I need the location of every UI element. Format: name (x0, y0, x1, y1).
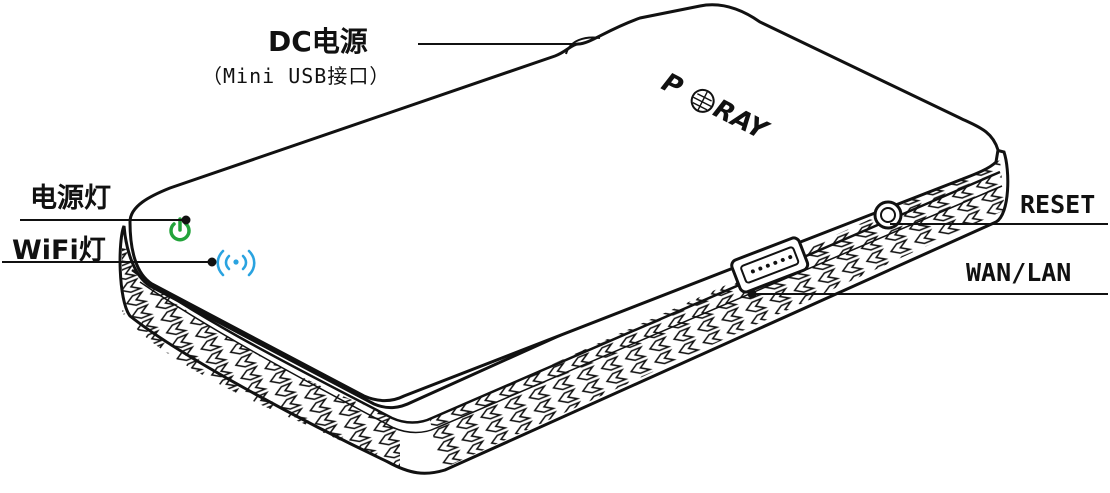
wan-lan-port (730, 236, 810, 294)
leader-lines (2, 43, 1108, 299)
power-led-label: 电源灯 (30, 183, 111, 214)
dc-power-sublabel: （Mini USB接口） (202, 64, 391, 88)
wan-lan-label: WAN/LAN (966, 258, 1072, 287)
dc-power-label: DC电源 (268, 25, 368, 58)
wifi-led-label: WiFi灯 (12, 235, 106, 266)
wifi-signal-icon (216, 249, 256, 277)
device-top-lid (128, 3, 1000, 402)
reset-button-hole (873, 200, 903, 230)
reset-label: RESET (1020, 190, 1096, 219)
